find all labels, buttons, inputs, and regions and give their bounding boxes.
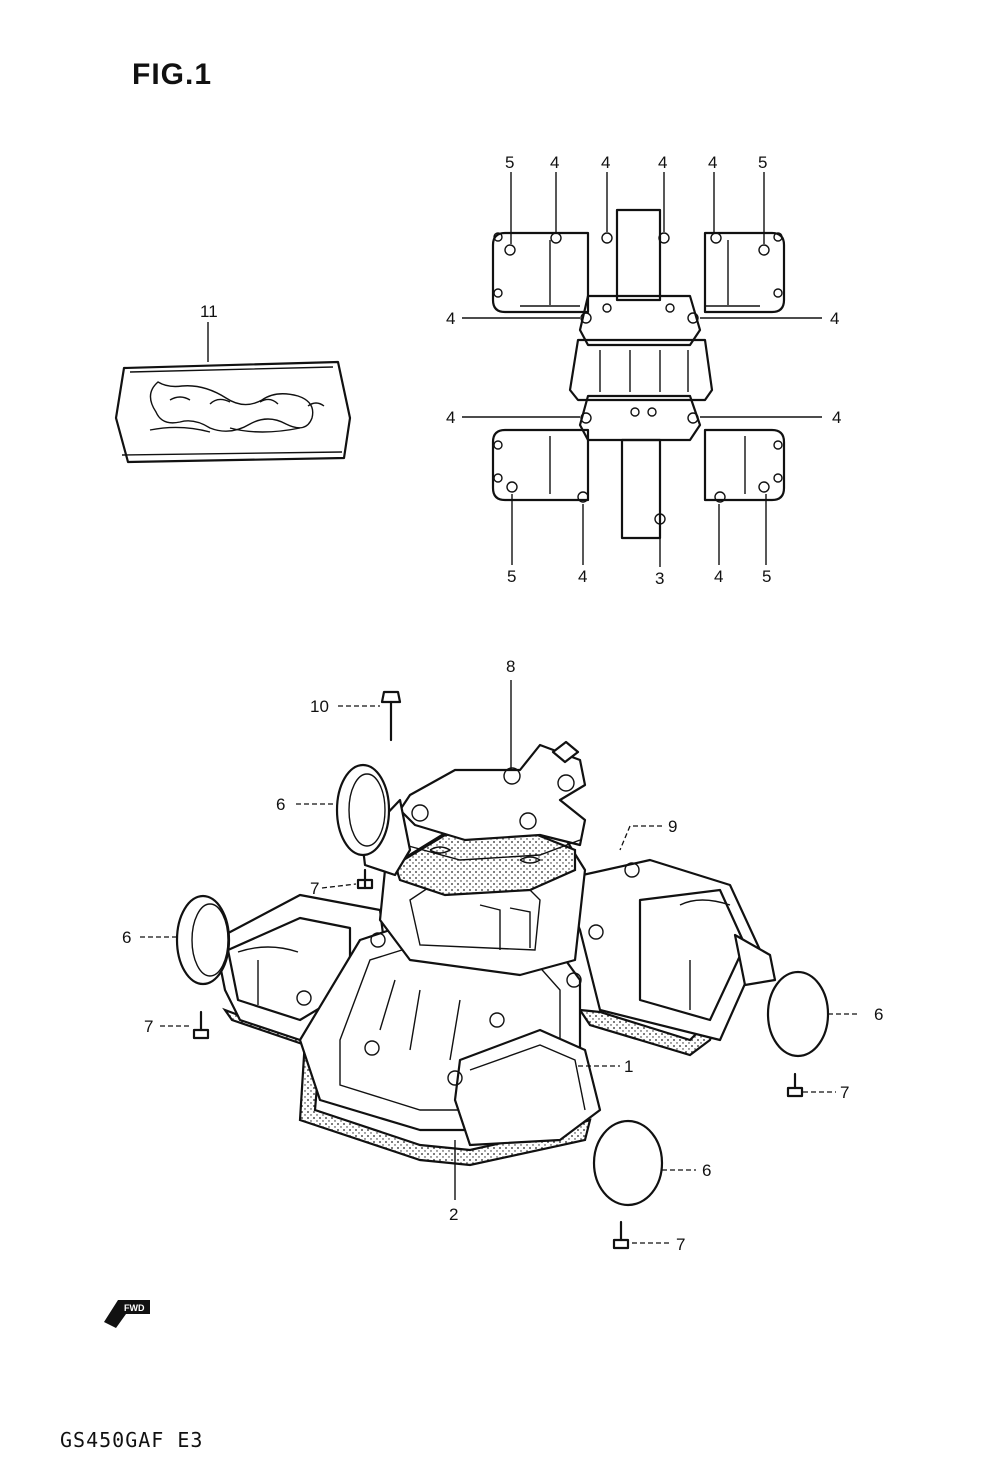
figure-title: FIG.1 — [132, 58, 213, 91]
callout-1: 1 — [624, 1057, 633, 1076]
callout-7-left: 7 — [144, 1017, 153, 1036]
callout-right-lower: 4 — [832, 408, 841, 427]
callout-6-left: 6 — [122, 928, 131, 947]
callout-top-1: 5 — [505, 153, 514, 172]
fwd-label: FWD — [124, 1303, 145, 1313]
callout-7-upper: 7 — [310, 879, 319, 898]
model-code: GS450GAF E3 — [60, 1428, 204, 1452]
callout-bottom-1: 5 — [507, 567, 516, 586]
cover-callouts: 1 2 6 6 6 6 7 7 7 7 8 9 10 — [122, 657, 883, 1254]
screw-7-left — [192, 1010, 210, 1040]
gasket-bottom-callouts: 5 4 3 4 5 — [507, 567, 771, 588]
end-cap-front — [592, 1119, 664, 1207]
callout-7-front: 7 — [676, 1235, 685, 1254]
callout-bottom-3: 3 — [655, 569, 664, 588]
callout-top-5: 4 — [708, 153, 717, 172]
screw-7-right — [786, 1072, 804, 1098]
cylinder-head-cover-gasket — [491, 208, 786, 540]
end-cap-upper-left — [335, 763, 391, 857]
fwd-arrow-icon: FWD — [104, 1300, 150, 1328]
callout-6-upper: 6 — [276, 795, 285, 814]
callout-bottom-4: 4 — [714, 567, 723, 586]
callout-top-4: 4 — [658, 153, 667, 172]
callout-7-right: 7 — [840, 1083, 849, 1102]
callout-2: 2 — [449, 1205, 458, 1224]
callout-left-lower: 4 — [446, 408, 455, 427]
callout-9: 9 — [668, 817, 677, 836]
callout-6-front: 6 — [702, 1161, 711, 1180]
callout-10: 10 — [310, 697, 329, 716]
screw-7-front — [612, 1220, 630, 1250]
gasket-set-pack — [114, 360, 352, 464]
callout-top-6: 5 — [758, 153, 767, 172]
gasket-top-callouts: 5 4 4 4 4 5 — [505, 153, 767, 172]
bolt-10 — [380, 690, 402, 742]
callout-8: 8 — [506, 657, 515, 676]
end-cap-right — [766, 970, 830, 1058]
callout-top-3: 4 — [601, 153, 610, 172]
cylinder-head-cover — [213, 740, 777, 1167]
callout-11: 11 — [200, 302, 218, 321]
screw-7-upper — [356, 868, 374, 890]
callout-bottom-2: 4 — [578, 567, 587, 586]
callout-right-upper: 4 — [830, 309, 839, 328]
callout-6-right: 6 — [874, 1005, 883, 1024]
callout-bottom-5: 5 — [762, 567, 771, 586]
callout-left-upper: 4 — [446, 309, 455, 328]
end-cap-left — [175, 894, 231, 986]
callout-top-2: 4 — [550, 153, 559, 172]
